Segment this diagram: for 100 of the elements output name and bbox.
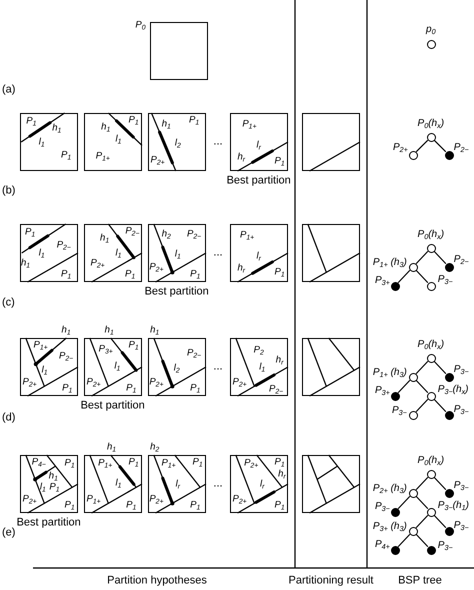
symbol-label: l$_{1}$ [40, 482, 46, 492]
symbol-label: P$_{1}$ [128, 457, 139, 467]
symbol-label: P$_{1}$ [61, 150, 72, 160]
tree-edge [434, 398, 446, 412]
symbol-label: P$_{2−}$ [56, 240, 71, 250]
tree-edge [434, 140, 446, 152]
node-label: P$_{3−}$(h$_{x}$) [438, 384, 469, 395]
panel-label: (a) [2, 84, 16, 96]
node-label: P$_{3−}$ [454, 520, 469, 531]
annotation-label: Best partition [226, 175, 291, 186]
symbol-label: P$_{2+}$ [150, 156, 165, 165]
symbol-label: l$_{1}$ [42, 364, 48, 374]
symbol-label: P$_{1}$ [61, 268, 72, 278]
tree-edge [434, 476, 446, 490]
symbol-label: l$_{2}$ [174, 363, 180, 373]
symbol-label: h$_{r}$ [238, 152, 246, 162]
node-label: P$_{3+}$ [374, 386, 390, 396]
ellipsis: ... [213, 248, 223, 258]
partition-square [20, 113, 78, 171]
symbol-label: P$_{0}$ [135, 20, 146, 30]
symbol-label: h$_{1}$ [104, 324, 114, 334]
symbol-label: P$_{2+}$ [90, 258, 105, 268]
panel-label: (d) [2, 412, 16, 424]
node-label: P$_{3−}$ [438, 540, 453, 551]
symbol-label: P$_{2+}$ [149, 262, 164, 272]
annotation-label: Best partition [80, 400, 145, 412]
ellipsis: ... [213, 478, 223, 490]
symbol-label: P$_{1}$ [274, 456, 285, 466]
symbol-label: l$_{1}$ [116, 478, 122, 488]
symbol-label: P$_{1+}$ [242, 120, 256, 130]
panel-label: (c) [2, 298, 15, 308]
symbol-label: P$_{1}$ [274, 156, 285, 166]
symbol-label: P$_{1}$ [189, 115, 200, 125]
symbol-label: h$_{1}$ [52, 123, 62, 133]
symbol-label: P$_{1}$ [49, 482, 60, 492]
symbol-label: P$_{4−}$ [32, 457, 46, 467]
symbol-label: P$_{1}$ [64, 458, 75, 468]
node-label: P$_{3−}$ [454, 364, 469, 375]
tree-edge [434, 250, 446, 264]
tree-edge [416, 380, 428, 394]
symbol-label: P$_{1}$ [126, 383, 136, 393]
symbol-label: P$_{1}$ [64, 500, 75, 510]
tree-edge [416, 360, 428, 374]
symbol-label: h$_{r}$ [276, 354, 284, 364]
symbol-label: P$_{2+}$ [22, 494, 37, 504]
symbol-label: l$_{2}$ [174, 138, 181, 148]
symbol-label: h$_{1}$ [162, 120, 171, 130]
node-label: P$_{3+}$ (h$_{3}$) [372, 522, 407, 532]
symbol-label: h$_{1}$ [20, 258, 30, 268]
symbol-label: P$_{1}$ [274, 500, 285, 510]
node-label: P$_{3−}$ [438, 274, 453, 285]
annotation-label: Best partition [144, 286, 209, 298]
partition-square [230, 455, 288, 513]
partition-square [84, 113, 142, 171]
node-label: p$_{0}$ [426, 24, 436, 35]
symbol-label: P$_{1}$ [190, 383, 200, 393]
node-label: P$_{2−}$ [454, 142, 469, 153]
tree-edge [416, 476, 428, 490]
node-label: P$_{2+}$ [392, 142, 408, 153]
symbol-label: l$_{1}$ [114, 360, 120, 370]
symbol-label: h$_{1}$ [62, 324, 71, 334]
annotation-label: Best partition [16, 517, 81, 528]
partition-square [302, 455, 360, 513]
symbol-label: P$_{1}$ [25, 228, 36, 238]
tree-edge [434, 360, 446, 374]
symbol-label: l$_{r}$ [256, 140, 261, 150]
symbol-label: P$_{3+}$ [98, 344, 113, 354]
symbol-label: l$_{r}$ [176, 478, 180, 488]
symbol-label: P$_{1+}$ [34, 340, 48, 350]
node-label: P$_{2−}$ [454, 254, 469, 265]
symbol-label: P$_{1}$ [274, 268, 285, 278]
symbol-label: P$_{2+}$ [232, 377, 247, 387]
node-label: P$_{3−}$(h$_{1}$) [438, 500, 469, 511]
tree-edge [434, 514, 446, 528]
symbol-label: l$_{1}$ [116, 248, 122, 258]
tree-edge [416, 270, 428, 284]
symbol-label: l$_{1}$ [38, 248, 45, 258]
tree-edge [416, 496, 428, 510]
partition-square [84, 224, 142, 282]
tree-edge [416, 534, 428, 548]
symbol-label: P$_{1}$ [190, 268, 200, 278]
symbol-label: l$_{1}$ [174, 249, 181, 259]
ellipsis: ... [213, 362, 223, 372]
node-label: P$_{1+}$ (h$_{3}$) [372, 368, 407, 378]
symbol-label: P$_{2}$ [254, 346, 264, 356]
symbol-label: P$_{2−}$ [187, 228, 202, 238]
tree-edge [416, 250, 428, 264]
partition-square [302, 224, 360, 282]
symbol-label: P$_{2+}$ [149, 494, 164, 504]
node-label: P$_{3−}$ [454, 404, 469, 415]
panel-label: (b) [2, 186, 16, 196]
symbol-label: h$_{2}$ [162, 229, 171, 239]
symbol-label: l$_{r}$ [256, 250, 261, 260]
tree-edge [416, 514, 428, 528]
symbol-label: P$_{2+}$ [22, 377, 37, 387]
symbol-label: P$_{2−}$ [125, 226, 140, 236]
symbol-label: h$_{r}$ [278, 470, 286, 480]
symbol-label: P$_{2+}$ [244, 458, 258, 468]
symbol-label: P$_{1}$ [192, 457, 203, 467]
column-heading: Partitioning result [288, 576, 374, 586]
